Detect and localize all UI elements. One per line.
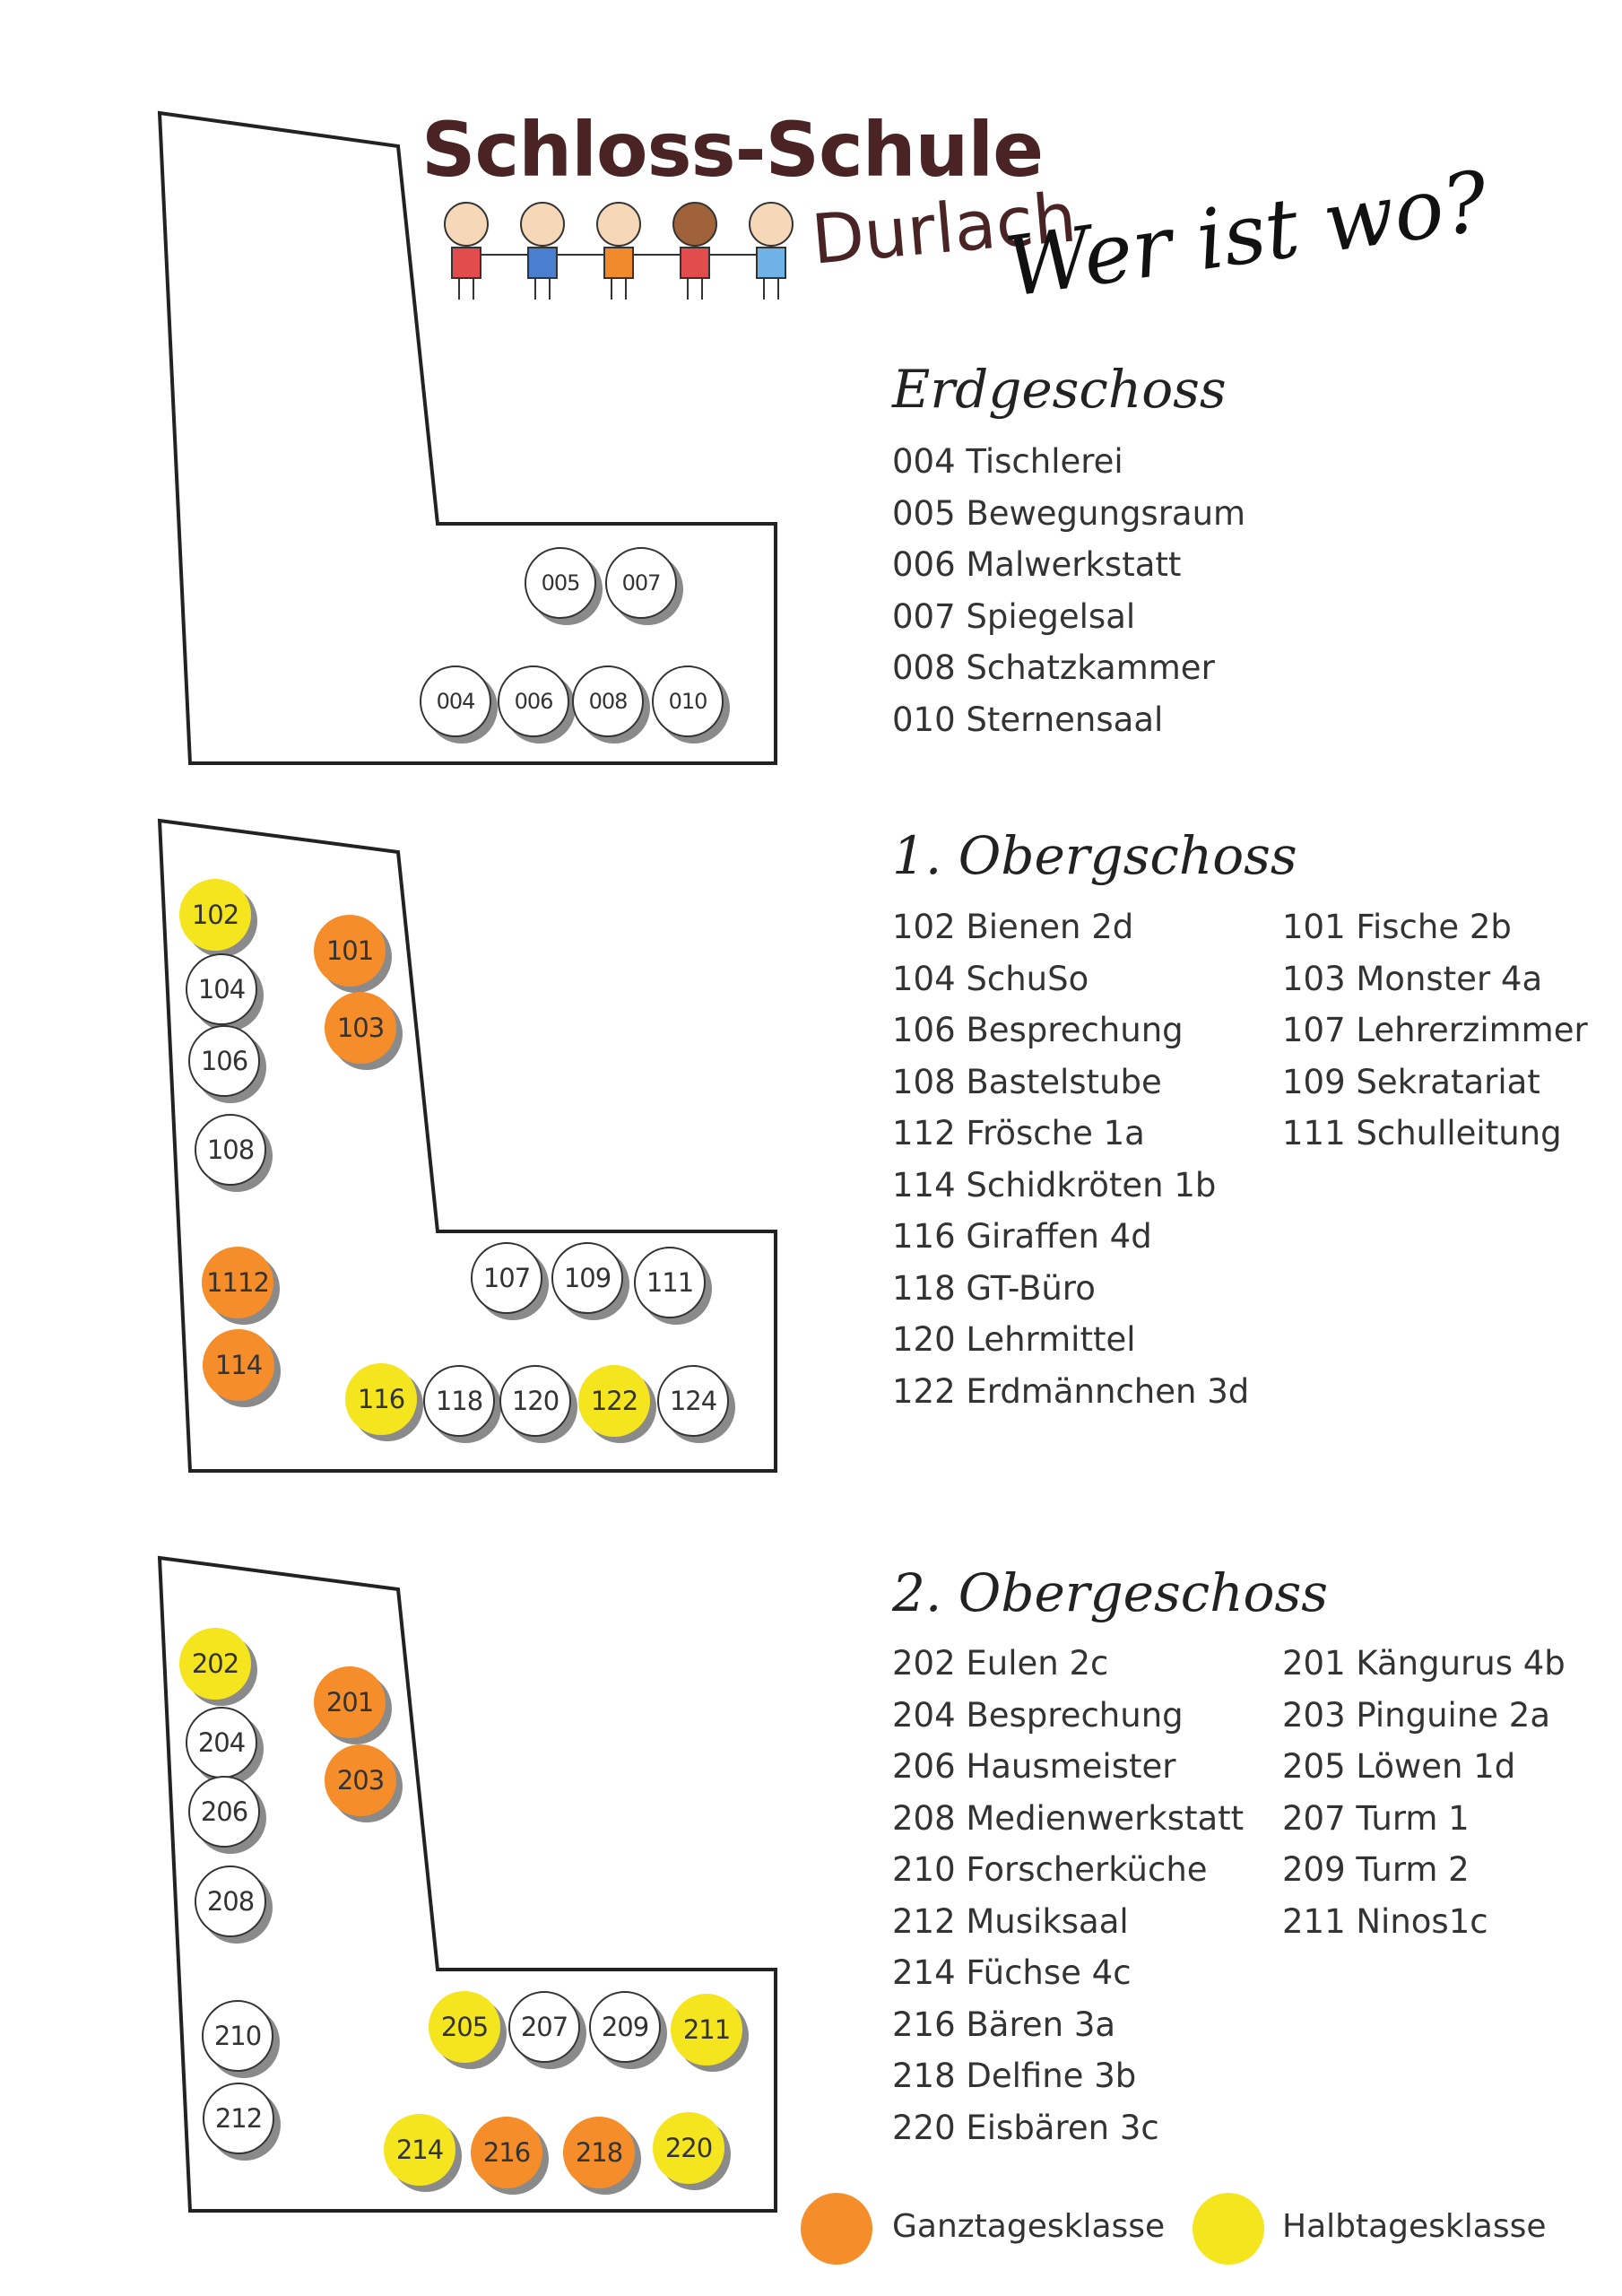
room-list-item: 120 Lehrmittel <box>892 1320 1136 1359</box>
room-marker-004: 004 <box>420 665 491 737</box>
room-list-item: 109 Sekratariat <box>1282 1062 1540 1101</box>
legend-ganztag-label: Ganztagesklasse <box>892 2208 1166 2245</box>
room-marker-109: 109 <box>551 1242 623 1314</box>
room-marker-108: 108 <box>195 1114 266 1186</box>
section-title-erdgeschoss: Erdgeschoss <box>892 359 1227 420</box>
room-marker-008: 008 <box>572 665 644 737</box>
room-marker-220: 220 <box>653 2112 724 2184</box>
room-marker-104: 104 <box>186 953 257 1025</box>
room-list-item: 218 Delfine 3b <box>892 2057 1137 2095</box>
room-list-item: 212 Musiksaal <box>892 1901 1129 1941</box>
room-marker-203: 203 <box>325 1744 396 1816</box>
room-marker-124: 124 <box>657 1365 729 1437</box>
room-marker-209: 209 <box>589 1991 661 2063</box>
room-marker-211: 211 <box>671 1994 742 2066</box>
room-marker-214: 214 <box>384 2114 455 2186</box>
room-list-item: 106 Besprechung <box>892 1011 1184 1049</box>
section-title-2-og: 2. Obergeschoss <box>892 1562 1329 1623</box>
room-list-item: 205 Löwen 1d <box>1282 1747 1516 1786</box>
room-list-item: 104 SchuSo <box>892 959 1089 998</box>
room-marker-107: 107 <box>471 1242 542 1314</box>
legend-ganztag-dot <box>801 2193 872 2265</box>
room-list-item: 112 Frösche 1a <box>892 1114 1145 1152</box>
room-marker-007: 007 <box>605 547 677 619</box>
room-list-item: 114 Schidkröten 1b <box>892 1165 1217 1205</box>
room-list-1-og-right: 101 Fische 2b 103 Monster 4a 107 Lehrerzim… <box>1282 901 1588 1160</box>
room-marker-212: 212 <box>203 2083 274 2154</box>
room-marker-116: 116 <box>345 1363 417 1435</box>
room-list-item: 118 GT-Büro <box>892 1268 1096 1308</box>
room-marker-201: 201 <box>314 1666 386 1738</box>
room-marker-207: 207 <box>508 1991 580 2063</box>
room-list-2-og-right: 201 Kängurus 4b 203 Pinguine 2a 205 Löwen … <box>1282 1638 1566 1947</box>
room-marker-114: 114 <box>203 1329 274 1401</box>
logo-title: Schloss-Schule <box>421 106 1044 194</box>
room-list-item: 103 Monster 4a <box>1282 959 1543 998</box>
room-marker-103: 103 <box>325 992 396 1064</box>
room-marker-122: 122 <box>578 1365 650 1437</box>
room-marker-120: 120 <box>499 1365 571 1437</box>
room-list-item: 007 Spiegelsal <box>892 596 1136 636</box>
section-title-1-og: 1. Obergschoss <box>892 825 1297 886</box>
legend-halbtag-dot <box>1193 2193 1264 2265</box>
room-list-item: 202 Eulen 2c <box>892 1644 1109 1683</box>
room-marker-111: 111 <box>634 1247 706 1318</box>
room-marker-202: 202 <box>179 1628 251 1700</box>
room-list-item: 214 Füchse 4c <box>892 1953 1132 1992</box>
room-list-item: 211 Ninos1c <box>1282 1901 1488 1941</box>
room-marker-216: 216 <box>471 2117 542 2188</box>
room-list-item: 206 Hausmeister <box>892 1747 1176 1786</box>
room-list-item: 216 Bären 3a <box>892 2005 1116 2044</box>
room-list-item: 208 Medienwerkstatt <box>892 1798 1245 1838</box>
room-marker-1112: 1112 <box>202 1247 273 1318</box>
room-list-item: 005 Bewegungsraum <box>892 493 1246 533</box>
room-marker-010: 010 <box>652 665 724 737</box>
room-list-item: 004 Tischlerei <box>892 442 1123 481</box>
room-list-item: 204 Besprechung <box>892 1695 1184 1735</box>
room-list-item: 207 Turm 1 <box>1282 1798 1470 1838</box>
room-marker-210: 210 <box>202 2000 273 2072</box>
room-marker-118: 118 <box>423 1365 495 1437</box>
room-marker-106: 106 <box>188 1025 260 1097</box>
room-list-item: 116 Giraffen 4d <box>892 1217 1152 1256</box>
room-list-2-og-left: 202 Eulen 2c 204 Besprechung 206 Hausmeist… <box>892 1638 1244 2153</box>
room-list-item: 209 Turm 2 <box>1282 1850 1470 1889</box>
room-list-item: 008 Schatzkammer <box>892 648 1215 687</box>
room-list-item: 006 Malwerkstatt <box>892 545 1182 584</box>
outline-1-og <box>157 818 777 1473</box>
room-list-item: 210 Forscherküche <box>892 1850 1208 1889</box>
room-marker-204: 204 <box>186 1707 257 1779</box>
outline-2-og <box>157 1555 777 2213</box>
room-marker-101: 101 <box>314 915 386 987</box>
room-list-item: 108 Bastelstube <box>892 1062 1162 1101</box>
logo-children-illustration <box>444 202 794 300</box>
room-list-item: 107 Lehrerzimmer <box>1282 1011 1588 1049</box>
room-marker-006: 006 <box>498 665 569 737</box>
room-list-item: 203 Pinguine 2a <box>1282 1695 1551 1735</box>
outline-erdgeschoss <box>157 110 777 765</box>
room-list-item: 122 Erdmännchen 3d <box>892 1371 1250 1411</box>
room-marker-005: 005 <box>525 547 596 619</box>
room-list-item: 201 Kängurus 4b <box>1282 1644 1566 1683</box>
room-marker-102: 102 <box>179 879 251 951</box>
room-marker-208: 208 <box>195 1866 266 1937</box>
room-list-1-og-left: 102 Bienen 2d 104 SchuSo 106 Besprechung 10… <box>892 901 1249 1417</box>
room-list-item: 101 Fische 2b <box>1282 908 1512 946</box>
room-list-item: 010 Sternensaal <box>892 700 1164 739</box>
legend-halbtag-label: Halbtagesklasse <box>1282 2208 1547 2245</box>
room-marker-205: 205 <box>429 1991 500 2063</box>
room-list-erdgeschoss: 004 Tischlerei 005 Bewegungsraum 006 Malwe… <box>892 436 1245 745</box>
room-list-item: 111 Schulleitung <box>1282 1114 1562 1152</box>
room-marker-218: 218 <box>563 2117 635 2188</box>
room-list-item: 102 Bienen 2d <box>892 908 1134 946</box>
room-list-item: 220 Eisbären 3c <box>892 2108 1159 2147</box>
room-marker-206: 206 <box>188 1776 260 1848</box>
